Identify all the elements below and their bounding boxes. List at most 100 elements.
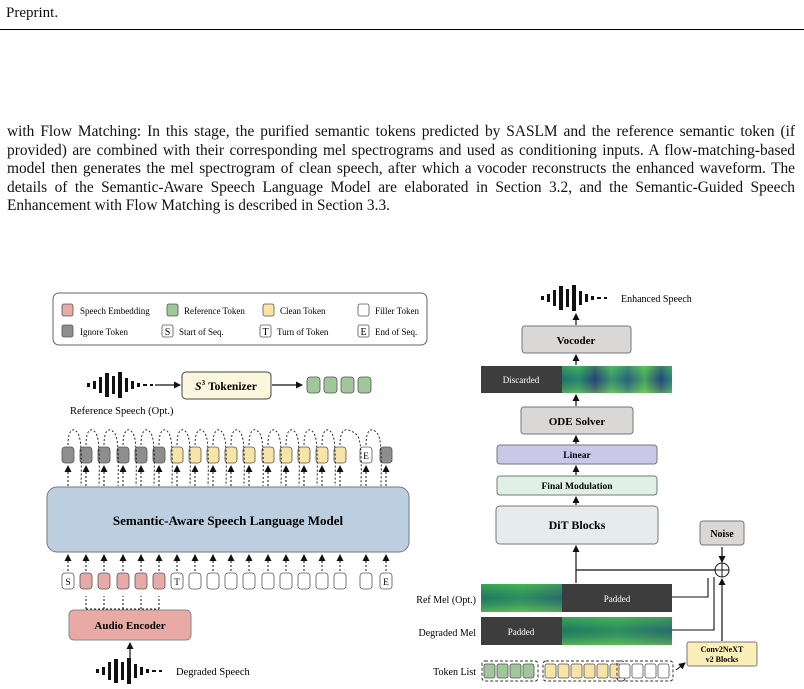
audio-encoder-box (68, 609, 192, 641)
header-rule (0, 29, 804, 30)
token-list-item (496, 663, 509, 679)
legend-end-glyph-box (357, 324, 370, 338)
output-token (61, 446, 75, 464)
input-token (379, 572, 393, 590)
enhanced-speech-label: Enhanced Speech (621, 294, 692, 305)
input-token (152, 572, 166, 590)
legend-end-glyph: E (360, 327, 366, 338)
output-token (152, 446, 166, 464)
token-list-item (544, 663, 557, 679)
feedback-arrow (212, 429, 227, 487)
final-modulation-label: Final Modulation (542, 482, 614, 492)
legend-end-seq: End of Seq. (375, 327, 417, 337)
token-list-item (483, 663, 496, 679)
input-token (188, 572, 202, 590)
output-token (333, 446, 347, 464)
conv2next-box (686, 641, 758, 667)
discarded-box (481, 366, 562, 393)
legend-start-seq: Start of Seq. (179, 327, 224, 337)
feedback-arrow (176, 429, 191, 487)
output-token (242, 446, 256, 464)
token-list-item (583, 663, 596, 679)
ode-solver-box (520, 406, 634, 435)
legend-clean-token-swatch (262, 303, 275, 317)
linear-box (496, 444, 658, 465)
feedback-arrow (267, 429, 282, 487)
degraded-mel-padded-label: Padded (508, 627, 535, 637)
output-token (188, 446, 202, 464)
output-token (359, 446, 373, 464)
legend-turn-token: Turn of Token (277, 327, 329, 337)
feedback-arrow (158, 429, 173, 487)
legend-speech-embedding-swatch (61, 303, 74, 317)
conv2next-label-line1: Conv2NeXT (701, 645, 744, 654)
output-token (97, 446, 111, 464)
legend-frame (52, 292, 428, 346)
token-list-item (596, 663, 609, 679)
token-list-item (522, 663, 535, 679)
input-token (170, 572, 184, 590)
reference-speech-label: Reference Speech (Opt.) (70, 406, 174, 417)
input-token (97, 572, 111, 590)
feedback-arrow (194, 429, 209, 487)
top-token-row: E (61, 446, 393, 486)
conv2next-label-line2: v2 Blocks (706, 655, 739, 664)
token-list-item (631, 663, 644, 679)
token-list-item (618, 663, 631, 679)
reference-token-group (306, 376, 372, 394)
token-list-item (644, 663, 657, 679)
encoder-to-embeddings (85, 596, 160, 609)
token-list-group (616, 660, 674, 682)
line-refmel-to-sum (672, 578, 709, 598)
input-token (261, 572, 275, 590)
feedback-arrow (303, 429, 318, 487)
token-list-item (657, 663, 670, 679)
token-list-item (570, 663, 583, 679)
input-token (134, 572, 148, 590)
output-token (170, 446, 184, 464)
output-token (116, 446, 130, 464)
legend-clean-token: Clean Token (280, 306, 326, 316)
waveform-icon-enhanced (541, 285, 607, 311)
legend: Speech Embedding Reference Token Clean T… (52, 292, 428, 346)
page-header: Preprint. (0, 0, 804, 32)
input-token (315, 572, 329, 590)
legend-reference-token: Reference Token (184, 306, 245, 316)
output-token (379, 446, 393, 464)
token-list-item (509, 663, 522, 679)
input-token-glyph: S (65, 578, 70, 588)
legend-ignore-token-swatch (61, 324, 74, 338)
legend-start-glyph-box (161, 324, 174, 338)
language-model-label: Semantic-Aware Speech Language Model (113, 513, 344, 528)
legend-reference-token-swatch (166, 303, 179, 317)
input-token (333, 572, 347, 590)
output-token (315, 446, 329, 464)
token-list-group (481, 660, 539, 682)
output-token (79, 446, 93, 464)
output-token (261, 446, 275, 464)
token-list-item (557, 663, 570, 679)
feedback-arrow (67, 429, 82, 487)
legend-turn-glyph: T (262, 327, 268, 338)
vocoder-label: Vocoder (557, 335, 596, 347)
output-token-glyph: E (363, 452, 369, 462)
input-token (224, 572, 238, 590)
legend-filler-token: Filler Token (375, 306, 419, 316)
feedback-arrow (321, 429, 336, 487)
legend-filler-token-swatch (357, 303, 370, 317)
discarded-label: Discarded (503, 375, 540, 385)
arrow-tokenlist-to-conv (675, 662, 686, 671)
waveform-icon-reference (87, 372, 153, 398)
degraded-mel-label: Degraded Mel (419, 628, 477, 639)
input-token (359, 572, 373, 590)
output-token (279, 446, 293, 464)
input-token (279, 572, 293, 590)
final-modulation-box (496, 475, 658, 496)
token-list (481, 660, 674, 682)
input-token (61, 572, 75, 590)
input-token-glyph: E (383, 578, 389, 588)
paragraph-text: with Flow Matching: In this stage, the p… (7, 123, 795, 215)
ref-mel-overlay (481, 584, 562, 612)
